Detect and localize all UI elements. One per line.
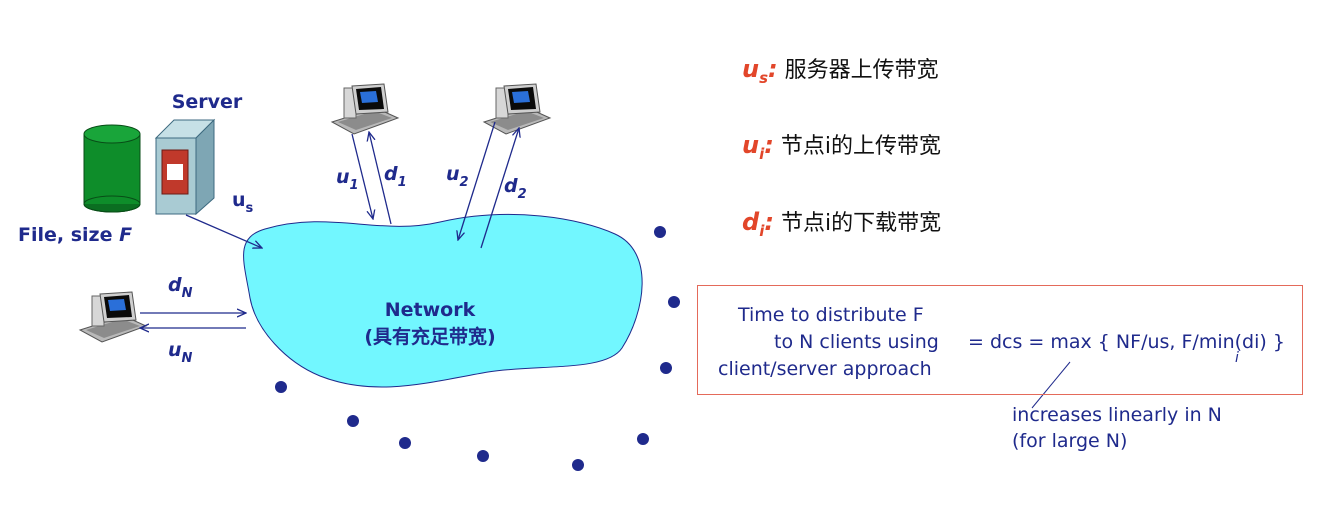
- peer-dot: [668, 296, 680, 308]
- file-disk-icon: [83, 124, 141, 213]
- formula-box: Time to distribute F to N clients using …: [697, 285, 1303, 395]
- peer-dot: [399, 437, 411, 449]
- peer-n-computer-icon: [79, 291, 147, 343]
- legend-us-text: 服务器上传带宽: [784, 58, 939, 83]
- peer-1-computer-icon: [331, 83, 399, 135]
- peer-1-down-label: d1: [384, 163, 407, 190]
- peer-2-down-label: d2: [504, 175, 527, 202]
- formula-line2: to N clients using: [774, 331, 939, 353]
- server-label: Server: [172, 91, 243, 113]
- server-uplink-arrow: [185, 214, 262, 248]
- server-uplink-sub: s: [246, 201, 254, 216]
- callout-line: [1031, 361, 1071, 409]
- peer-1-down-arrow: [369, 132, 392, 225]
- network-title: Network: [385, 299, 476, 321]
- server-uplink-main: u: [232, 189, 246, 211]
- peer-dot: [275, 381, 287, 393]
- legend-us-symbol: us:: [742, 55, 778, 87]
- legend-ui: ui: 节点i的上传带宽: [742, 128, 941, 163]
- legend-di-text: 节点i的下载带宽: [780, 211, 942, 236]
- file-label-prefix: File, size: [18, 224, 119, 246]
- file-label-var: F: [119, 224, 132, 246]
- formula-min-index: i: [1235, 350, 1239, 366]
- network-cloud: [243, 213, 643, 388]
- peer-2-down-arrow: [480, 128, 519, 249]
- peer-1-up-arrow: [351, 133, 373, 219]
- peer-dot: [637, 433, 649, 445]
- peer-2-up-arrow: [458, 121, 496, 240]
- peer-n-up-label: uN: [168, 339, 193, 366]
- formula-line1: Time to distribute F: [738, 304, 924, 326]
- network-subtitle: (具有充足带宽): [364, 325, 495, 348]
- file-label: File, size F: [18, 224, 132, 246]
- legend-ui-symbol: ui:: [742, 131, 774, 163]
- legend-di-symbol: di:: [742, 208, 774, 240]
- formula-equation: = dcs = max { NF/us, F/min(di) }: [968, 331, 1285, 353]
- peer-n-down-label: dN: [168, 274, 193, 301]
- peer-2-up-label: u2: [446, 163, 469, 190]
- note-line1: increases linearly in N: [1012, 404, 1222, 426]
- note-line2: (for large N): [1012, 430, 1128, 452]
- peer-dot: [477, 450, 489, 462]
- peer-dot: [347, 415, 359, 427]
- server-icon: [154, 118, 216, 216]
- legend-us: us: 服务器上传带宽: [742, 52, 939, 87]
- peer-dot: [572, 459, 584, 471]
- formula-line3: client/server approach: [718, 358, 932, 380]
- legend-di: di: 节点i的下载带宽: [742, 205, 941, 240]
- peer-dot: [654, 226, 666, 238]
- server-uplink-label: us: [232, 189, 254, 216]
- legend-ui-text: 节点i的上传带宽: [780, 134, 941, 159]
- peer-dot: [660, 362, 672, 374]
- peer-1-up-label: u1: [336, 166, 359, 193]
